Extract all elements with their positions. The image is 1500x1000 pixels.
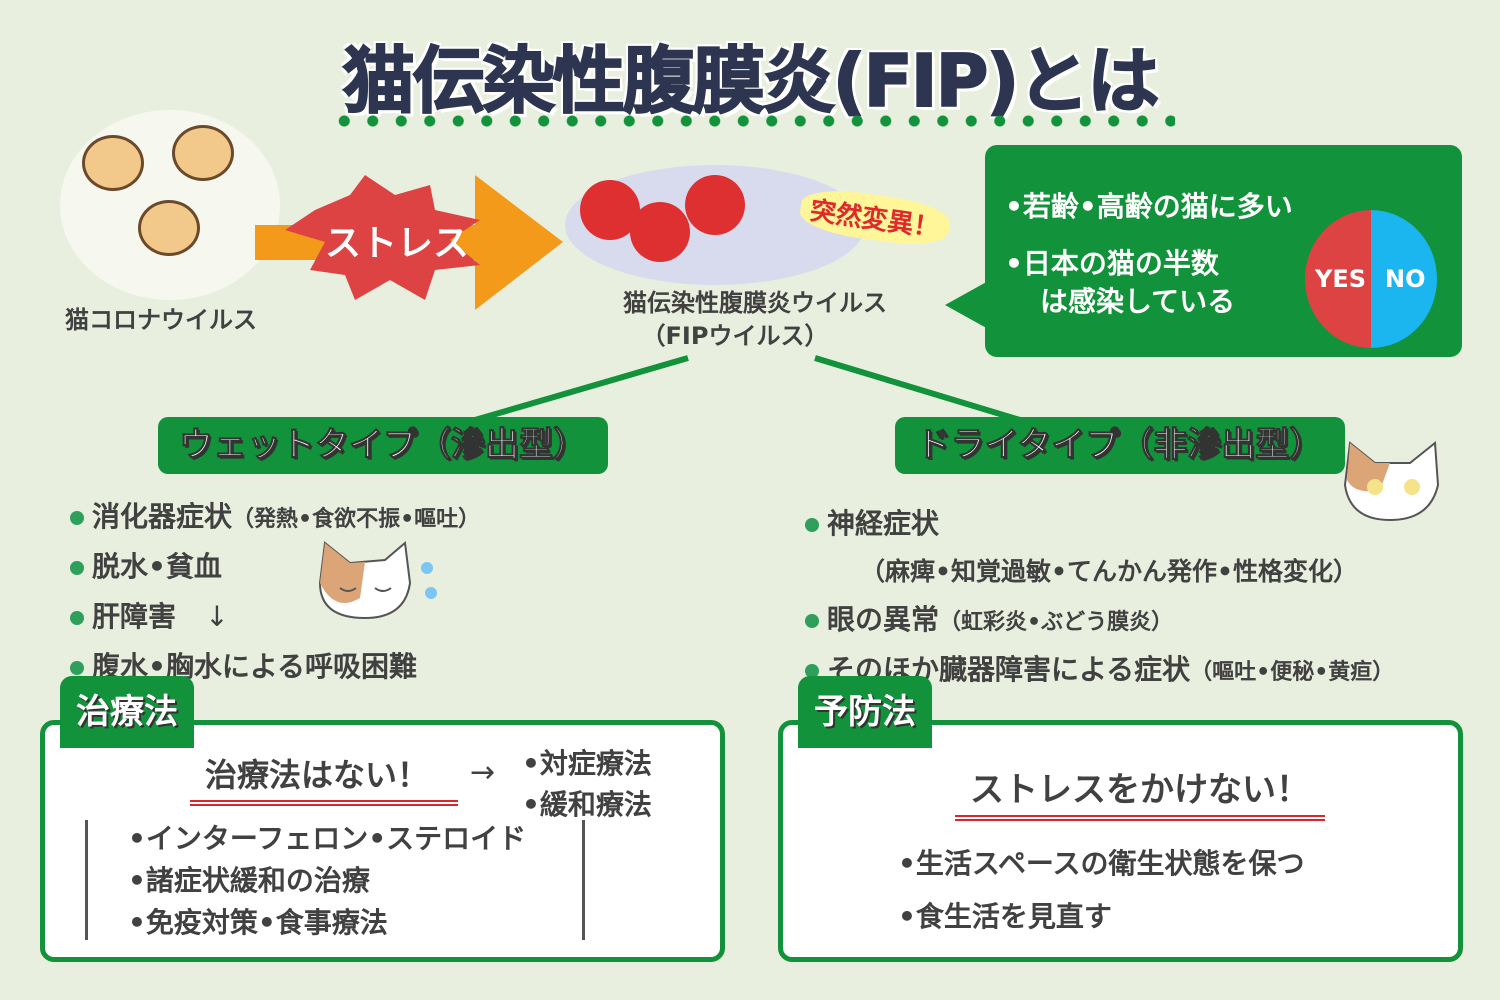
virus-label-abbr: （FIPウイルス） (641, 322, 829, 350)
prevention-item: •生活スペースの衛生状態を保つ (898, 847, 1305, 880)
corona-virus-icon (172, 125, 234, 181)
corona-virus-icon (82, 135, 144, 191)
info-line-2: •日本の猫の半数 (1005, 247, 1219, 280)
stress-label: ストレス (325, 223, 470, 264)
corona-virus-icon (138, 200, 200, 256)
connector-lines (474, 355, 1021, 423)
prevention-tab: 予防法 (798, 676, 932, 748)
list-item: 消化器症状（発熱•食欲不振•嘔吐） (70, 495, 480, 535)
list-item: 神経症状 (805, 502, 1394, 542)
orange-arrow-icon (255, 175, 563, 310)
virus-label: 猫伝染性腹膜炎ウイルス (623, 289, 887, 317)
treatment-detail: •インターフェロン•ステロイド (128, 822, 527, 855)
treatment-tab: 治療法 (60, 676, 194, 748)
yes-no-pie (1305, 210, 1437, 348)
info-line-1: •若齢•高齢の猫に多い (1005, 190, 1293, 223)
page-title: 猫伝染性腹膜炎(FIP)とは (342, 38, 1161, 124)
sick-cat-icon (318, 541, 437, 620)
yes-label: YES (1315, 265, 1367, 293)
list-item-detail: （麻痺•知覚過敏•てんかん発作•性格変化） (860, 557, 1358, 586)
treatment-detail: •諸症状緩和の治療 (128, 864, 370, 897)
parenthesis-bracket (85, 820, 585, 940)
corona-virus-illustration (60, 110, 280, 300)
treatment-option: •対症療法 (522, 747, 652, 780)
list-item: 肝障害 ↓ (70, 595, 480, 635)
list-item: 脱水•貧血 (70, 545, 480, 585)
prevention-box (778, 720, 1463, 962)
dotted-divider (330, 114, 1175, 128)
prevention-headline: ストレスをかけない！ (955, 762, 1325, 821)
prevention-item: •食生活を見直す (898, 900, 1112, 933)
treatment-detail: •免疫対策•食事療法 (128, 906, 388, 939)
treatment-headline: 治療法はない！ (190, 750, 458, 806)
callout-tail (945, 280, 990, 330)
startled-cat-icon (1343, 441, 1440, 522)
list-item: 腹水•胸水による呼吸困難 (70, 645, 480, 685)
down-arrow-icon: ↓ (205, 600, 229, 633)
list-item: 眼の異常（虹彩炎•ぶどう膜炎） (805, 598, 1394, 638)
fip-virus-icon (580, 175, 745, 262)
wet-type-heading: ウェットタイプ（滲出型） (158, 417, 608, 474)
corona-label: 猫コロナウイルス (65, 306, 257, 334)
no-label: NO (1385, 265, 1426, 293)
info-line-3: は感染している (1040, 285, 1236, 318)
dry-symptom-list: 神経症状 （麻痺•知覚過敏•てんかん発作•性格変化） 眼の異常（虹彩炎•ぶどう膜… (805, 502, 1394, 698)
right-arrow-icon: → (470, 755, 496, 790)
treatment-details: •インターフェロン•ステロイド •諸症状緩和の治療 •免疫対策•食事療法 (128, 818, 526, 944)
wet-symptom-list: 消化器症状（発熱•食欲不振•嘔吐） 脱水•貧血 肝障害 ↓ 腹水•胸水による呼吸… (70, 495, 480, 695)
treatment-option: •緩和療法 (522, 788, 652, 821)
dry-type-heading: ドライタイプ（非滲出型） (895, 417, 1345, 474)
